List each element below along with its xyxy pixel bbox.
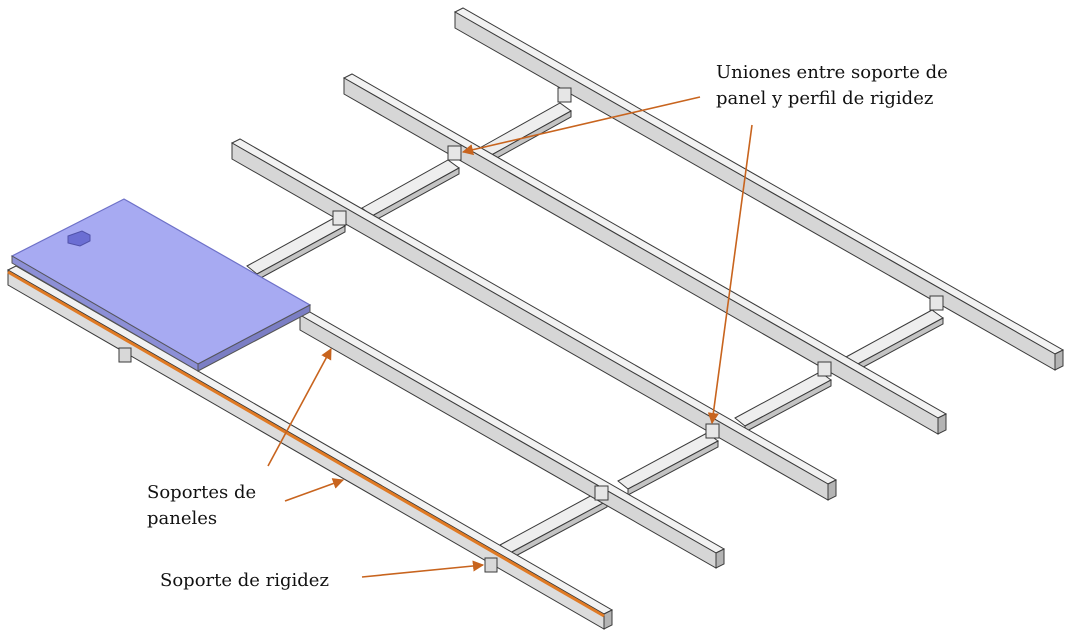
union-bracket bbox=[484, 557, 498, 573]
label-uniones-line2: panel y perfil de rigidez bbox=[716, 88, 934, 109]
support-beam bbox=[298, 310, 726, 569]
label-soportes-line2: paneles bbox=[147, 508, 218, 529]
panel-edge-side bbox=[197, 304, 311, 372]
union-bracket bbox=[332, 210, 347, 226]
solar-panel bbox=[10, 198, 312, 372]
cross-member bbox=[499, 492, 608, 554]
union-bracket bbox=[447, 145, 462, 161]
cross-member bbox=[734, 371, 832, 427]
cross-member bbox=[509, 500, 608, 560]
cross-member bbox=[627, 440, 719, 496]
cross-member bbox=[617, 432, 719, 490]
arrow-to-union-bottom bbox=[707, 124, 753, 425]
arrow-to-union-top bbox=[461, 96, 701, 156]
union-bracket bbox=[594, 485, 609, 501]
cross-member bbox=[246, 217, 346, 275]
label-uniones: Uniones entre soporte de panel y perfil … bbox=[716, 60, 948, 112]
label-soportes-paneles: Soportes de paneles bbox=[147, 480, 256, 532]
label-soporte-rigidez: Soporte de rigidez bbox=[160, 570, 329, 591]
union-brackets bbox=[118, 87, 944, 573]
support-beam-front bbox=[6, 265, 614, 630]
support-beam bbox=[453, 7, 1065, 371]
arrow-to-panel-support-top bbox=[267, 348, 332, 467]
cross-member bbox=[361, 159, 460, 217]
junction-box-icon bbox=[67, 230, 91, 247]
panel-support-beams bbox=[6, 7, 1065, 630]
union-bracket bbox=[929, 295, 944, 311]
support-beam bbox=[342, 73, 948, 435]
union-bracket bbox=[118, 347, 132, 363]
label-soportes-line1: Soportes de bbox=[147, 482, 257, 503]
union-bracket bbox=[705, 423, 720, 439]
arrow-to-panel-support-front bbox=[284, 478, 345, 502]
union-bracket bbox=[817, 361, 832, 377]
union-bracket bbox=[557, 87, 572, 103]
arrow-to-stiffness-support bbox=[361, 560, 485, 578]
annotation-arrows bbox=[267, 96, 753, 578]
cross-member bbox=[845, 309, 944, 366]
label-uniones-line1: Uniones entre soporte de bbox=[716, 62, 948, 83]
support-beam bbox=[230, 138, 838, 501]
